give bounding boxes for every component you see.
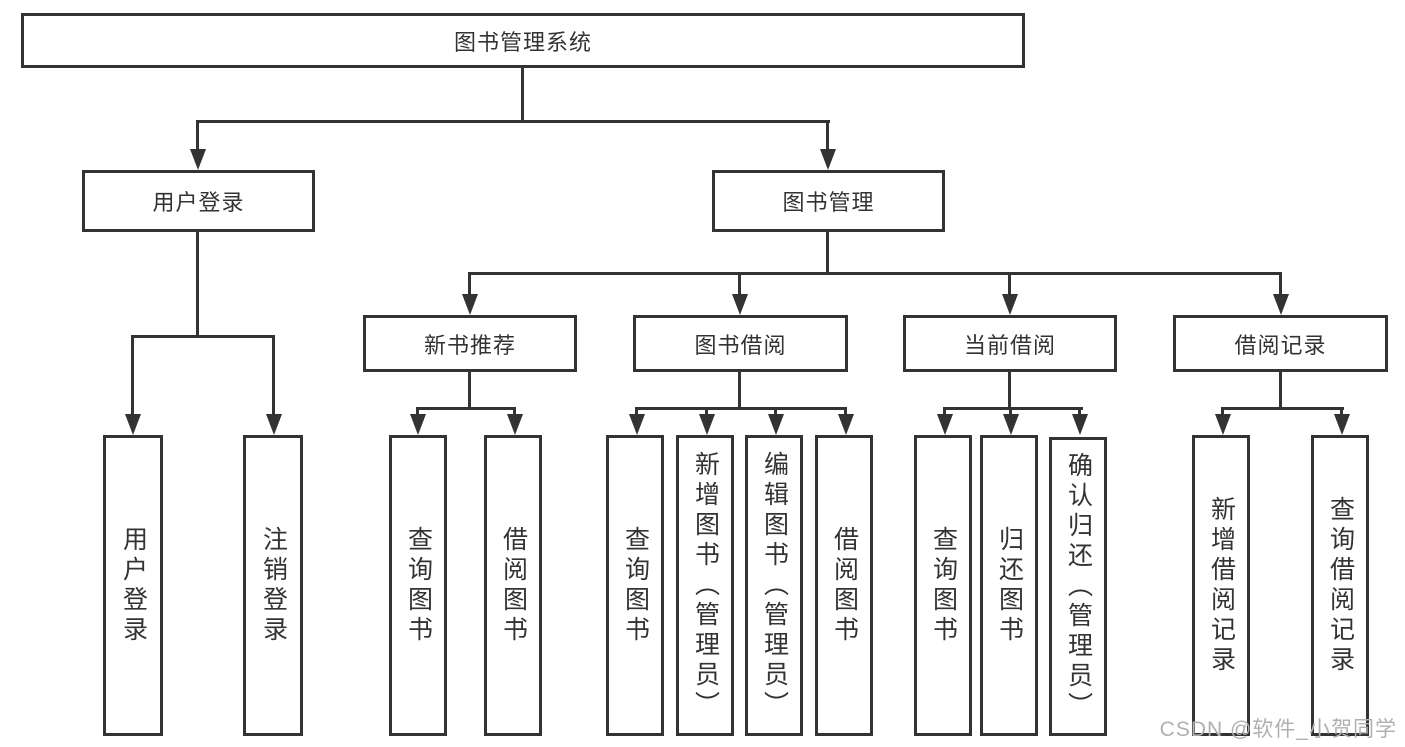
arrowhead-down-icon bbox=[937, 414, 953, 435]
connector-drop bbox=[738, 272, 741, 294]
node-new-book-recommend-label: 新书推荐 bbox=[423, 332, 516, 358]
node-borrow-records-label: 借阅记录 bbox=[1234, 332, 1327, 358]
connector-drop bbox=[131, 335, 134, 414]
connector-drop bbox=[943, 407, 946, 415]
leaf-borrow-books-borrow: 借阅图书 bbox=[815, 435, 873, 736]
arrowhead-down-icon bbox=[1003, 414, 1019, 435]
leaf-user-login-label: 用户登录 bbox=[119, 525, 148, 646]
leaf-query-books-borrow-label: 查询图书 bbox=[621, 525, 650, 646]
leaf-add-borrow-record-label: 新增借阅记录 bbox=[1207, 495, 1236, 676]
leaf-add-book-admin-label: 新增图书（管理员） bbox=[691, 450, 720, 721]
connector-userlogin-hline bbox=[131, 335, 275, 338]
connector-newbookrec-hline bbox=[416, 407, 516, 410]
connector-drop bbox=[1078, 407, 1081, 415]
connector-userlogin-stem bbox=[196, 232, 199, 335]
connector-borrowrecords-hline bbox=[1221, 407, 1344, 410]
arrowhead-down-icon bbox=[507, 414, 523, 435]
leaf-logout-label: 注销登录 bbox=[259, 525, 288, 646]
leaf-edit-book-admin: 编辑图书（管理员） bbox=[745, 435, 803, 736]
connector-drop bbox=[844, 407, 847, 415]
node-book-borrow-label: 图书借阅 bbox=[694, 332, 787, 358]
connector-root-stem bbox=[521, 68, 524, 120]
connector-drop bbox=[705, 407, 708, 415]
connector-drop bbox=[826, 120, 829, 150]
leaf-query-borrow-record: 查询借阅记录 bbox=[1311, 435, 1369, 736]
arrowhead-down-icon bbox=[190, 149, 206, 170]
leaf-query-books-current-label: 查询图书 bbox=[929, 525, 958, 646]
node-book-mgmt: 图书管理 bbox=[712, 170, 945, 232]
arrowhead-down-icon bbox=[410, 414, 426, 435]
node-root-label: 图书管理系统 bbox=[453, 29, 592, 55]
leaf-query-books-recommend: 查询图书 bbox=[389, 435, 447, 736]
node-user-login: 用户登录 bbox=[82, 170, 315, 232]
connector-bookborrow-hline bbox=[635, 407, 847, 410]
arrowhead-down-icon bbox=[1273, 294, 1289, 315]
node-current-borrow-label: 当前借阅 bbox=[963, 332, 1056, 358]
leaf-logout: 注销登录 bbox=[243, 435, 303, 736]
leaf-add-borrow-record: 新增借阅记录 bbox=[1192, 435, 1250, 736]
connector-bookmgmt-hline bbox=[468, 272, 1282, 275]
connector-currentborrow-hline bbox=[943, 407, 1083, 410]
connector-drop bbox=[635, 407, 638, 415]
connector-drop bbox=[1340, 407, 1343, 415]
arrowhead-down-icon bbox=[462, 294, 478, 315]
connector-newbookrec-stem bbox=[468, 372, 471, 407]
node-book-borrow: 图书借阅 bbox=[633, 315, 848, 372]
arrowhead-down-icon bbox=[732, 294, 748, 315]
arrowhead-down-icon bbox=[1002, 294, 1018, 315]
node-new-book-recommend: 新书推荐 bbox=[363, 315, 577, 372]
connector-bookborrow-stem bbox=[738, 372, 741, 407]
arrowhead-down-icon bbox=[838, 414, 854, 435]
node-root: 图书管理系统 bbox=[21, 13, 1025, 68]
arrowhead-down-icon bbox=[629, 414, 645, 435]
leaf-query-borrow-record-label: 查询借阅记录 bbox=[1326, 495, 1355, 676]
connector-drop bbox=[1279, 272, 1282, 294]
connector-currentborrow-stem bbox=[1008, 372, 1011, 407]
leaf-user-login: 用户登录 bbox=[103, 435, 163, 736]
leaf-query-books-current: 查询图书 bbox=[914, 435, 972, 736]
leaf-query-books-recommend-label: 查询图书 bbox=[404, 525, 433, 646]
connector-drop bbox=[1008, 272, 1011, 294]
connector-bookmgmt-stem bbox=[826, 232, 829, 272]
arrowhead-down-icon bbox=[125, 414, 141, 435]
arrowhead-down-icon bbox=[820, 149, 836, 170]
arrowhead-down-icon bbox=[266, 414, 282, 435]
leaf-borrow-books-borrow-label: 借阅图书 bbox=[830, 525, 859, 646]
arrowhead-down-icon bbox=[1215, 414, 1231, 435]
connector-drop bbox=[774, 407, 777, 415]
connector-drop bbox=[1009, 407, 1012, 415]
watermark: CSDN @软件_小贺同学 bbox=[1159, 718, 1397, 741]
leaf-edit-book-admin-label: 编辑图书（管理员） bbox=[760, 450, 789, 721]
node-current-borrow: 当前借阅 bbox=[903, 315, 1117, 372]
arrowhead-down-icon bbox=[768, 414, 784, 435]
connector-drop bbox=[1221, 407, 1224, 415]
leaf-query-books-borrow: 查询图书 bbox=[606, 435, 664, 736]
leaf-confirm-return-admin-label: 确认归还（管理员） bbox=[1064, 451, 1093, 722]
node-user-login-label: 用户登录 bbox=[152, 190, 245, 215]
connector-borrowrecords-stem bbox=[1279, 372, 1282, 407]
leaf-borrow-books-recommend: 借阅图书 bbox=[484, 435, 542, 736]
arrowhead-down-icon bbox=[1334, 414, 1350, 435]
connector-root-hline bbox=[196, 120, 830, 123]
connector-drop bbox=[513, 407, 516, 415]
leaf-return-book-label: 归还图书 bbox=[995, 525, 1024, 646]
node-book-mgmt-label: 图书管理 bbox=[782, 190, 875, 215]
connector-drop bbox=[272, 335, 275, 414]
arrowhead-down-icon bbox=[699, 414, 715, 435]
connector-drop bbox=[416, 407, 419, 415]
node-borrow-records: 借阅记录 bbox=[1173, 315, 1388, 372]
leaf-add-book-admin: 新增图书（管理员） bbox=[676, 435, 734, 736]
connector-drop bbox=[468, 272, 471, 294]
leaf-borrow-books-recommend-label: 借阅图书 bbox=[499, 525, 528, 646]
arrowhead-down-icon bbox=[1072, 414, 1088, 435]
leaf-return-book: 归还图书 bbox=[980, 435, 1038, 736]
connector-drop bbox=[196, 120, 199, 150]
leaf-confirm-return-admin: 确认归还（管理员） bbox=[1049, 437, 1107, 736]
